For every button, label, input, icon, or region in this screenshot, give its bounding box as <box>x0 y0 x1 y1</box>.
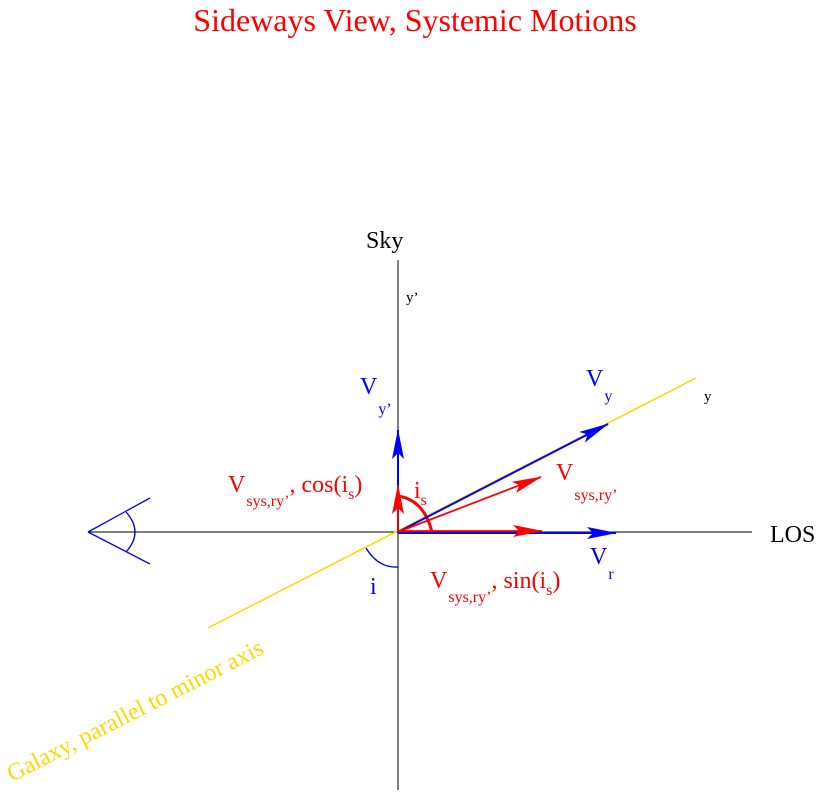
diagram-title: Sideways View, Systemic Motions <box>193 2 637 38</box>
y-label: y <box>704 389 712 405</box>
galaxy-line <box>207 377 697 629</box>
galaxy-label: Galaxy, parallel to minor axis <box>3 635 268 787</box>
vy-arrow <box>397 423 609 533</box>
y-prime-label: y’ <box>406 290 419 306</box>
angle-i-label: i <box>370 574 377 600</box>
sin-term-label: Vsys,ry’, sin(is) <box>430 568 560 606</box>
vy-prime-label: Vy’ <box>360 374 392 418</box>
los-label: LOS <box>770 522 815 548</box>
eye-icon <box>87 497 151 565</box>
vr-label: Vr <box>590 544 614 583</box>
angle-is-label: is <box>414 478 427 509</box>
vsys-ry-prime-label: Vsys,ry’ <box>556 460 617 504</box>
cos-term-label: Vsys,ry’, cos(is) <box>228 472 362 510</box>
angle-i-arc <box>365 547 399 568</box>
vy-label: Vy <box>586 366 612 405</box>
sky-label: Sky <box>366 228 403 254</box>
vsys-ry-prime-arrow <box>397 476 542 533</box>
